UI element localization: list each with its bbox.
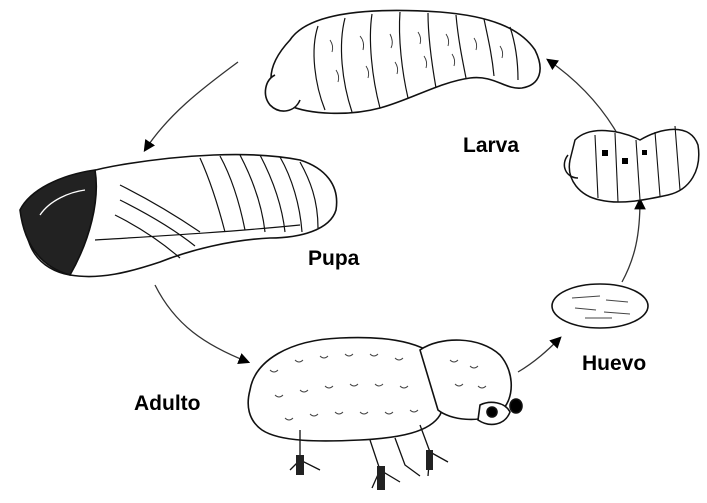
- pupa-label: Pupa: [308, 248, 359, 269]
- arrow-pupa-to-adult: [155, 285, 248, 362]
- arrow-adult-to-egg: [518, 338, 560, 372]
- young-larva-illustration: [564, 126, 698, 202]
- adult-beetle-illustration: [248, 338, 522, 490]
- arrow-young-larva-to-larva: [548, 60, 622, 142]
- arrow-egg-to-young-larva: [622, 200, 640, 282]
- arrow-larva-to-pupa: [145, 62, 238, 150]
- adulto-label: Adulto: [134, 393, 200, 414]
- egg-illustration: [552, 284, 648, 328]
- larva-label: Larva: [463, 135, 519, 156]
- pupa-illustration: [20, 155, 337, 277]
- larva-illustration: [265, 10, 540, 113]
- huevo-label: Huevo: [582, 353, 646, 374]
